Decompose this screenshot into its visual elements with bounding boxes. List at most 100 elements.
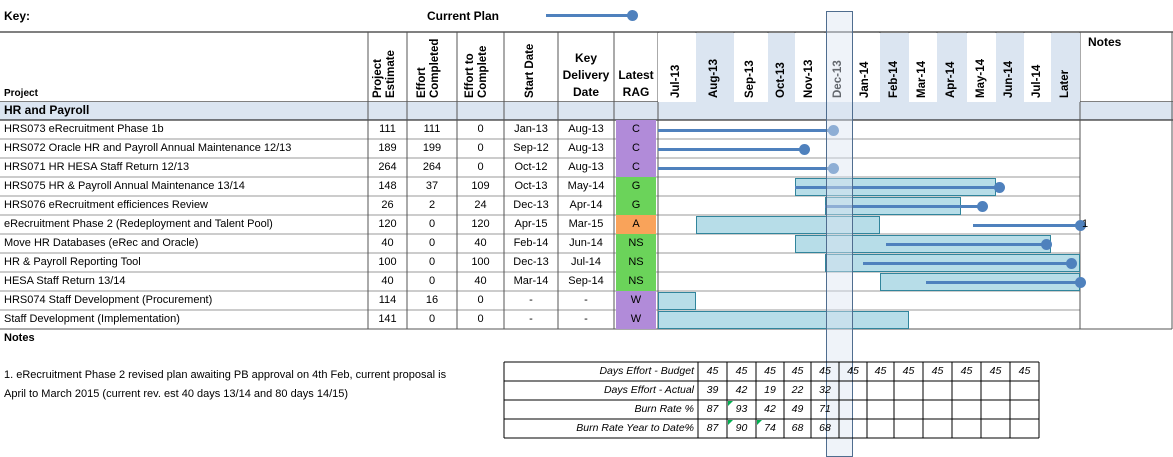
start-date: Apr-15: [514, 218, 548, 230]
project-name: HRS073 eRecruitment Phase 1b: [4, 123, 164, 135]
month-header-cell: [658, 33, 696, 102]
summary-value: 49: [791, 403, 804, 415]
current-plan-dot: [1066, 258, 1078, 269]
current-plan-dot: [1075, 277, 1086, 288]
effort-to-complete: 0: [477, 313, 484, 325]
key-delivery-date: -: [584, 313, 588, 325]
effort-to-complete: 40: [474, 237, 487, 249]
summary-value: 71: [819, 403, 831, 415]
current-plan-line: [825, 205, 982, 208]
month-header-cell: [734, 33, 768, 102]
effort-completed: 0: [428, 256, 436, 268]
summary-value: 68: [819, 422, 831, 434]
project-estimate: 40: [381, 237, 394, 249]
key-delivery-date: Aug-13: [568, 123, 604, 135]
rag-status-badge: G: [616, 196, 656, 215]
project-estimate: 111: [379, 123, 396, 135]
current-plan-line: [658, 167, 834, 170]
rag-status-badge: C: [616, 120, 656, 139]
summary-label: Burn Rate %: [634, 403, 694, 415]
effort-to-complete: 0: [477, 123, 484, 135]
legend-plan-line: [546, 14, 632, 17]
legend-current-plan: Current Plan: [427, 9, 500, 23]
key-delivery-date: -: [584, 294, 588, 306]
summary-value: 22: [791, 384, 804, 396]
key-delivery-date: Aug-13: [568, 161, 604, 173]
month-header-cell: [937, 33, 967, 102]
project-estimate: 114: [378, 294, 397, 306]
month-header-cell: [909, 33, 937, 102]
start-date: Feb-14: [513, 237, 549, 249]
key-delivery-date: Jun-14: [569, 237, 603, 249]
note-text: 1. eRecruitment Phase 2 revised plan awa…: [4, 369, 447, 400]
project-estimate: 189: [378, 142, 397, 154]
effort-to-complete: 40: [474, 275, 487, 287]
summary-value: 45: [931, 365, 944, 377]
project-name: HRS075 HR & Payroll Annual Maintenance 1…: [4, 180, 245, 192]
project-name: HR & Payroll Reporting Tool: [4, 256, 141, 268]
effort-to-complete: 0: [477, 161, 484, 173]
cell-comment-marker: [728, 420, 733, 425]
month-header-cell: [768, 33, 795, 102]
current-plan-dot: [799, 144, 810, 155]
effort-completed: 16: [425, 294, 439, 306]
key-delivery-date: Apr-14: [569, 199, 603, 211]
start-date: -: [529, 313, 533, 325]
effort-to-complete: 120: [471, 218, 490, 230]
project-estimate: 40: [381, 275, 394, 287]
summary-value: 74: [764, 422, 776, 434]
summary-value: 45: [989, 365, 1002, 377]
project-estimate: 120: [378, 218, 397, 230]
effort-to-complete: 100: [471, 256, 490, 268]
current-plan-line: [658, 129, 834, 132]
start-date: Dec-13: [513, 256, 549, 268]
summary-value: 45: [1018, 365, 1031, 377]
effort-to-complete: 24: [474, 199, 487, 211]
project-name: Staff Development (Implementation): [4, 313, 180, 325]
current-plan-line: [795, 186, 999, 189]
notes-label: Notes: [4, 332, 35, 344]
effort-to-complete: 0: [477, 142, 484, 154]
project-estimate: 26: [381, 199, 394, 211]
summary-label: Days Effort - Budget: [599, 365, 694, 377]
effort-completed: 199: [422, 142, 442, 154]
header-notes: Notes: [1088, 35, 1122, 49]
effort-completed: 2: [428, 199, 436, 211]
current-plan-dot: [828, 125, 840, 136]
summary-value: 93: [735, 403, 748, 415]
start-date: Jan-13: [514, 123, 548, 135]
legend-plan-dot: [627, 10, 638, 21]
summary-value: 42: [735, 384, 748, 396]
month-header-cell: [1051, 33, 1080, 102]
header-project: Project: [4, 88, 38, 99]
summary-value: 45: [791, 365, 804, 377]
summary-label: Burn Rate Year to Date%: [576, 422, 694, 434]
effort-completed: 111: [423, 123, 441, 135]
current-plan-line: [925, 281, 1080, 284]
summary-value: 87: [706, 403, 719, 415]
rag-status-badge: NS: [616, 272, 656, 291]
start-date: Oct-12: [514, 161, 548, 173]
start-date: Sep-12: [513, 142, 549, 154]
summary-label: Days Effort - Actual: [603, 384, 694, 396]
current-plan-line: [863, 262, 1072, 265]
rag-status-badge: G: [616, 177, 656, 196]
rag-status-badge: NS: [616, 234, 656, 253]
current-plan-dot: [1040, 239, 1052, 250]
summary-value: 45: [735, 365, 748, 377]
cell-comment-marker: [757, 420, 762, 425]
summary-value: 42: [764, 403, 776, 415]
rag-status-badge: A: [616, 215, 656, 234]
summary-value: 19: [764, 384, 776, 396]
month-header-cell: [1024, 33, 1051, 102]
effort-to-complete: 109: [471, 180, 490, 192]
summary-value: 45: [819, 365, 831, 377]
current-plan-line: [885, 243, 1046, 246]
project-name: HRS074 Staff Development (Procurement): [4, 294, 213, 306]
effort-completed: 37: [425, 180, 439, 192]
month-header-cell: [967, 33, 996, 102]
start-date: Oct-13: [514, 180, 548, 192]
summary-value: 39: [706, 384, 719, 396]
